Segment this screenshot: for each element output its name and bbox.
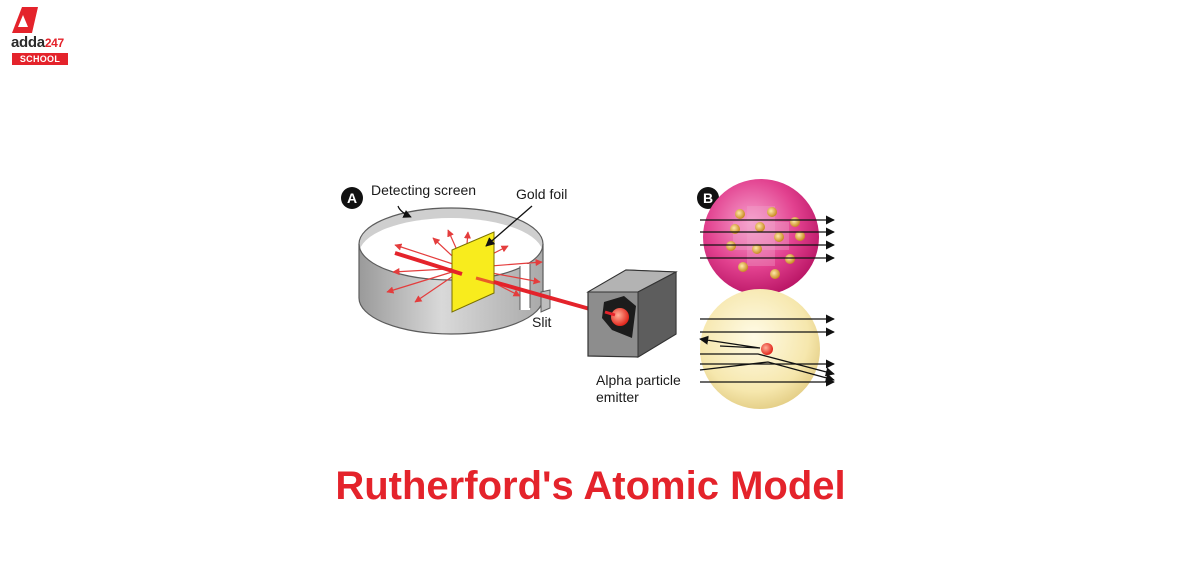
label-emitter-line2: emitter [596,389,639,405]
svg-text:B: B [703,190,713,206]
brand-tag: SCHOOL [12,53,68,65]
page-title: Rutherford's Atomic Model [335,464,846,508]
ray-deflected-1 [700,353,835,377]
detecting-screen-pointer [397,205,412,218]
nuclear-atom [699,289,835,409]
label-slit: Slit [532,314,552,330]
alpha-beam [394,251,598,313]
detecting-screen [358,207,551,335]
gold-foil-pointer [485,205,533,247]
ray-deflected-2 [699,361,835,383]
plum-pudding-atom [700,179,835,295]
brand-logo: adda247 SCHOOL [8,5,70,65]
brand-wordmark: adda247 [11,34,64,51]
gold-foil [451,231,495,313]
straight-rays-plum [700,215,835,263]
label-emitter-line1: Alpha particle [596,372,681,388]
rutherford-diagram: A Detecting screen Gold foil Slit Alpha … [341,179,835,409]
label-gold-foil: Gold foil [516,186,567,202]
alpha-emitter-box [586,269,678,358]
svg-text:A: A [347,190,357,206]
badge-a: A [341,187,363,209]
ray-reflected [699,335,761,349]
badge-b: B [697,187,719,209]
label-detecting-screen: Detecting screen [371,182,476,198]
logo-mark-icon [12,7,38,33]
nucleus [761,343,773,355]
